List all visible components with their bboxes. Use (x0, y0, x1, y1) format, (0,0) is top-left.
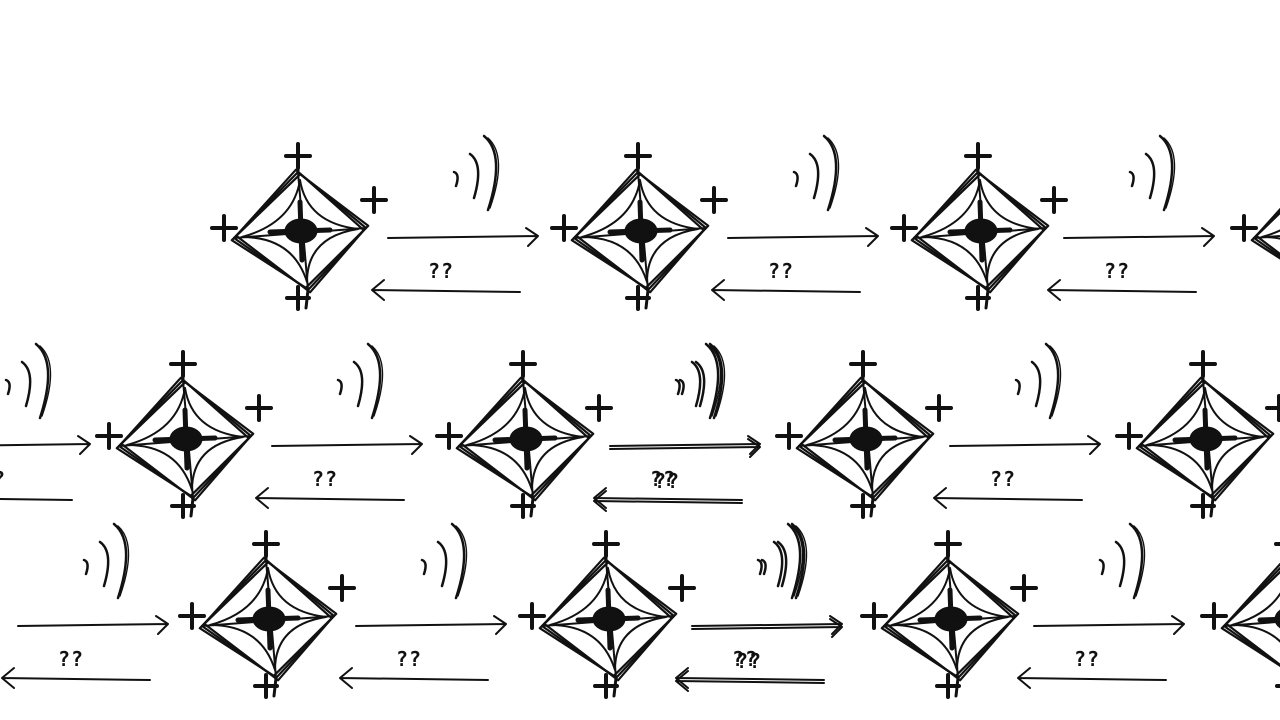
wireless-link: ?? (1017, 522, 1185, 689)
wireless-signal-icon (756, 522, 808, 600)
arrow-right-icon (1033, 615, 1185, 635)
link-label: ?? (396, 647, 422, 671)
drone-sketch-icon (210, 142, 388, 311)
wireless-link: ?? (371, 134, 539, 301)
drone-sketch-icon (550, 142, 728, 311)
drone-sketch-icon (775, 350, 953, 519)
arrow-right-icon (691, 615, 843, 638)
wireless-signal-icon (4, 342, 52, 420)
wireless-link: ???? (593, 342, 761, 512)
link-label: ?? (1074, 647, 1100, 671)
arrow-right-icon (17, 615, 169, 635)
link-label-overstrike: ?? (736, 649, 762, 673)
wireless-link: ?? (711, 134, 879, 301)
link-label: ?? (732, 647, 758, 671)
wireless-signal-icon (1014, 342, 1062, 420)
wireless-signal-icon (336, 342, 384, 420)
arrow-left-icon (371, 279, 521, 301)
arrow-right-icon (609, 435, 761, 458)
wireless-link: ?? (0, 342, 91, 501)
wireless-signal-icon (792, 134, 840, 212)
wireless-signal-icon (1098, 522, 1146, 600)
wireless-signal-icon (452, 134, 500, 212)
link-label: ?? (428, 259, 454, 283)
arrow-left-icon (933, 487, 1083, 509)
drone-sketch-icon (860, 530, 1038, 699)
wireless-signal-icon (1128, 134, 1176, 212)
arrow-left-icon (1017, 667, 1167, 689)
wireless-signal-icon (82, 522, 130, 600)
arrow-left-icon (711, 279, 861, 301)
arrow-left-icon (675, 667, 825, 692)
arrow-left-icon (255, 487, 405, 509)
wireless-link: ?? (933, 342, 1101, 509)
arrow-left-icon (593, 487, 743, 512)
link-label: ?? (650, 467, 676, 491)
sketch-layer: ?????????????????????????? (0, 134, 1280, 699)
drone-sketch-icon (1200, 542, 1280, 688)
wireless-link: ???? (675, 522, 843, 692)
drone-sketch-icon (95, 350, 273, 519)
link-label: ?? (768, 259, 794, 283)
wireless-signal-icon (420, 522, 468, 600)
wireless-link: ?? (1, 522, 169, 689)
arrow-right-icon (1063, 227, 1215, 247)
arrow-right-icon (949, 435, 1101, 455)
link-label: ?? (0, 467, 6, 491)
arrow-right-icon (727, 227, 879, 247)
arrow-right-icon (271, 435, 423, 455)
wireless-link: ?? (1047, 134, 1215, 301)
wireless-link: ?? (255, 342, 423, 509)
drone-sketch-icon (1115, 350, 1280, 519)
drone-sketch-icon (890, 142, 1068, 311)
arrow-right-icon (387, 227, 539, 247)
drone-sketch-icon (178, 530, 356, 699)
arrow-left-icon (339, 667, 489, 689)
wireless-signal-icon (674, 342, 726, 420)
wireless-link: ?? (339, 522, 507, 689)
link-label: ?? (312, 467, 338, 491)
drone-sketch-icon (435, 350, 613, 519)
link-label: ?? (990, 467, 1016, 491)
arrow-right-icon (355, 615, 507, 635)
arrow-left-icon (1, 667, 151, 689)
link-label-overstrike: ?? (654, 469, 680, 493)
drone-sketch-icon (518, 530, 696, 699)
arrow-right-icon (0, 435, 91, 455)
link-label: ?? (58, 647, 84, 671)
link-label: ?? (1104, 259, 1130, 283)
arrow-left-icon (1047, 279, 1197, 301)
drone-sketch-icon (1230, 207, 1280, 260)
arrow-left-icon (0, 498, 73, 501)
